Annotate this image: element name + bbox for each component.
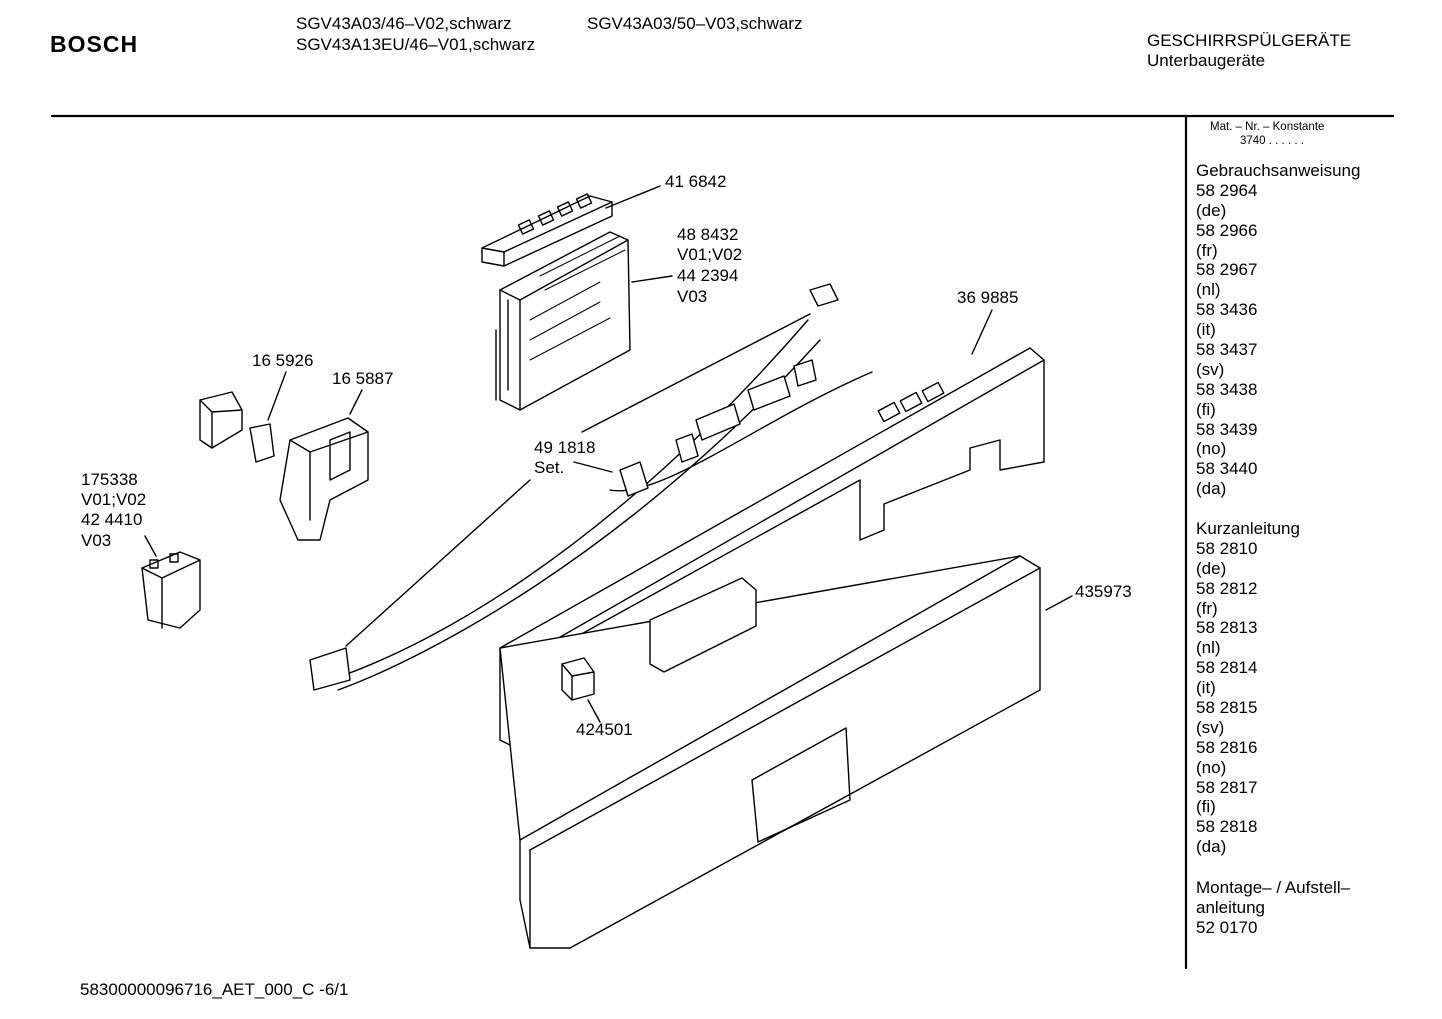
doc-number: 58 3439: [1196, 419, 1258, 439]
doc-number: 58 2816: [1196, 737, 1258, 757]
document-id: 58300000096716_AET_000_C -6/1: [80, 980, 349, 999]
doc-number: 58 3436: [1196, 300, 1258, 320]
doc-language: (it): [1196, 320, 1216, 340]
doc-number: 58 2964: [1196, 180, 1258, 200]
leader-165926: [267, 371, 287, 421]
bosch-logo: BOSCH: [50, 31, 139, 57]
doc-language: (fr): [1196, 240, 1218, 260]
part-label-416842: 41 6842: [665, 172, 727, 191]
part-label-175338: 175338: [81, 470, 138, 489]
doc-language: (fi): [1196, 797, 1216, 817]
manual-section-gebrauchsanweisung: Gebrauchsanweisung 58 2964 (de) 58 2966 …: [1196, 161, 1360, 499]
part-491818-cable-set: [309, 283, 873, 691]
section-title-continued: anleitung: [1196, 897, 1266, 917]
doc-language: (de): [1196, 200, 1227, 220]
doc-language: (no): [1196, 439, 1227, 459]
doc-number: 58 2810: [1196, 538, 1258, 558]
part-label-369885: 36 9885: [957, 288, 1019, 307]
doc-number: 58 3438: [1196, 379, 1258, 399]
doc-language: (no): [1196, 757, 1227, 777]
doc-language: (nl): [1196, 280, 1221, 300]
part-label-435973: 435973: [1075, 582, 1132, 601]
manual-section-montage: Montage– / Aufstell– anleitung 52 0170: [1196, 878, 1350, 938]
doc-number: 58 2817: [1196, 777, 1258, 797]
part-label-165887: 16 5887: [332, 369, 394, 388]
doc-number: 58 2813: [1196, 618, 1258, 638]
doc-language: (da): [1196, 479, 1227, 499]
part-label-442394-variant: V03: [677, 287, 708, 306]
part-label-424410-variant: V03: [81, 531, 112, 550]
part-label-488432: 48 8432: [677, 225, 739, 244]
category-title: GESCHIRRSPÜLGERÄTE: [1147, 31, 1352, 50]
part-label-488432-variant-a: V01;V02: [677, 245, 743, 264]
part-424501-cap: [561, 657, 595, 701]
doc-number: 58 3440: [1196, 459, 1258, 479]
part-165926-clip: [249, 423, 275, 463]
leader-424501: [587, 699, 601, 723]
doc-number: 58 2814: [1196, 658, 1258, 678]
doc-number: 58 2818: [1196, 817, 1258, 837]
leader-491818-a: [581, 313, 811, 433]
part-165887-holder: [279, 417, 369, 541]
model-line-3: SGV43A03/50–V03,schwarz: [587, 14, 803, 33]
doc-language: (nl): [1196, 638, 1221, 658]
doc-number: 58 2812: [1196, 578, 1258, 598]
model-line-2: SGV43A13EU/46–V01,schwarz: [296, 35, 536, 54]
leader-491818-c: [345, 479, 531, 647]
doc-language: (fr): [1196, 598, 1218, 618]
model-line-1: SGV43A03/46–V02,schwarz: [296, 14, 512, 33]
doc-number: 58 2966: [1196, 220, 1258, 240]
doc-language: (sv): [1196, 717, 1225, 737]
doc-number: 58 3437: [1196, 340, 1258, 360]
leader-488432: [631, 275, 673, 283]
part-label-424501: 424501: [576, 720, 633, 739]
constant-label: Mat. – Nr. – Konstante: [1210, 121, 1325, 133]
constant-value: 3740 . . . . . .: [1240, 135, 1304, 147]
doc-language: (it): [1196, 678, 1216, 698]
part-label-175338-variant-a: V01;V02: [81, 490, 147, 509]
leader-165887: [349, 389, 363, 415]
part-label-442394: 44 2394: [677, 266, 739, 285]
doc-number: 52 0170: [1196, 917, 1258, 937]
part-label-491818-set: Set.: [534, 458, 565, 477]
leader-491818-b: [573, 461, 613, 473]
section-title: Montage– / Aufstell–: [1196, 878, 1351, 897]
leader-416842: [605, 185, 661, 209]
section-title: Gebrauchsanweisung: [1196, 161, 1361, 180]
doc-language: (de): [1196, 558, 1227, 578]
leader-435973: [1045, 595, 1073, 611]
doc-language: (da): [1196, 837, 1227, 857]
leader-369885: [971, 309, 993, 355]
doc-number: 58 2815: [1196, 698, 1258, 718]
part-label-165926: 16 5926: [252, 351, 314, 370]
part-165926-bracket: [199, 391, 243, 449]
category-subtitle: Unterbaugeräte: [1147, 51, 1266, 70]
part-416842-key-strip: [481, 193, 613, 267]
part-488432-module: [495, 231, 631, 411]
leader-175338: [144, 535, 157, 557]
section-title: Kurzanleitung: [1196, 519, 1300, 538]
doc-language: (sv): [1196, 359, 1225, 379]
part-label-424410: 42 4410: [81, 510, 143, 529]
part-435973-front-panel: [499, 555, 1041, 949]
doc-number: 58 2967: [1196, 260, 1258, 280]
part-label-491818: 49 1818: [534, 438, 596, 457]
doc-language: (fi): [1196, 399, 1216, 419]
manual-section-kurzanleitung: Kurzanleitung 58 2810 (de) 58 2812 (fr) …: [1196, 519, 1300, 857]
part-175338-relay: [141, 551, 201, 629]
